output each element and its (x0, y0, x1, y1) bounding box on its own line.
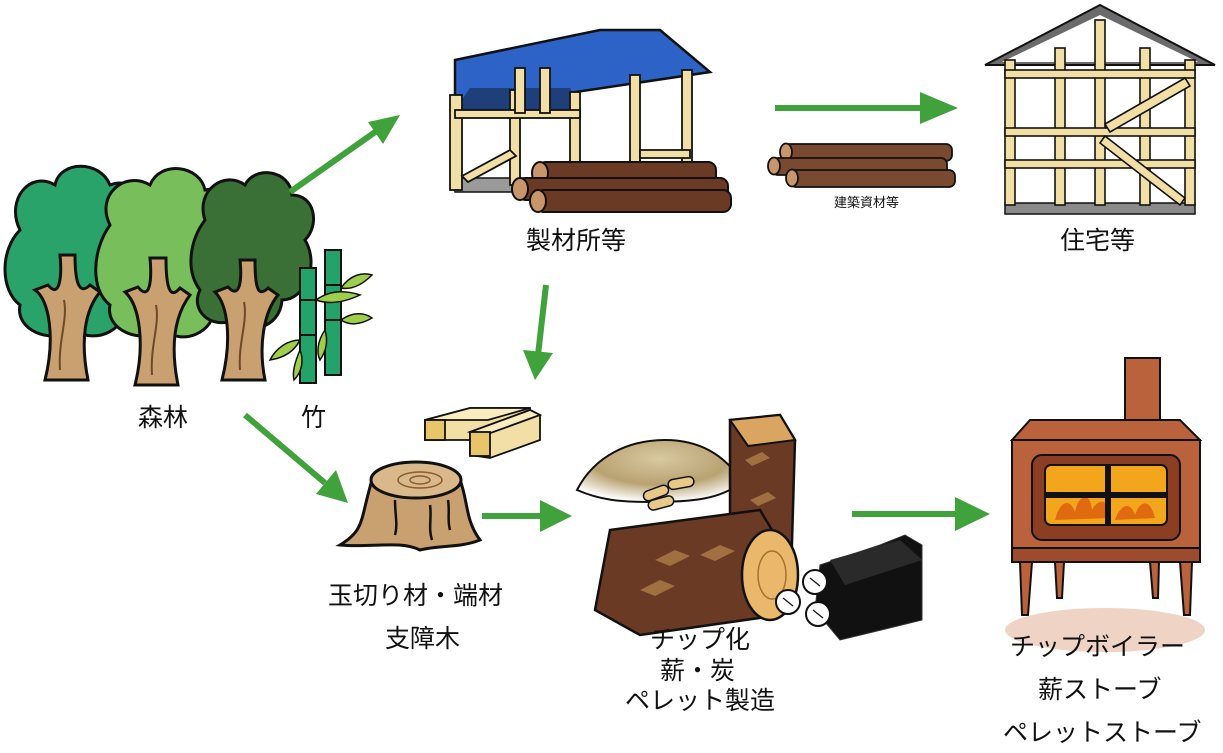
flow-arrows (243, 92, 990, 532)
firewood-icon (593, 413, 800, 637)
sawdust-pile-icon (575, 438, 744, 511)
label-processing-line3: ペレット製造 (625, 686, 776, 715)
arrow-forest-to-sawmill-icon (288, 115, 400, 195)
label-uses-line1: チップボイラー (1010, 632, 1186, 661)
charcoal-icon (775, 534, 923, 641)
forest-trees-icon (3, 164, 315, 387)
label-housing: 住宅等 (1060, 226, 1136, 255)
arrow-offcuts-to-processing-icon (482, 500, 572, 532)
tree-right-icon (189, 171, 315, 382)
label-processing-line1: チップ化 (650, 625, 751, 654)
sawmill-icon (449, 28, 732, 213)
label-uses-line3: ペレットストーブ (1003, 718, 1202, 747)
stump-icon (335, 460, 483, 552)
arrow-sawmill-to-offcuts-icon (523, 284, 553, 380)
arrow-sawmill-to-housing-icon (775, 92, 958, 124)
stove-icon (1005, 357, 1205, 652)
bamboo-icon (268, 249, 374, 384)
label-uses-line2: 薪ストーブ (1038, 675, 1162, 704)
label-forest: 森林 (138, 403, 189, 432)
label-processing-line2: 薪・炭 (660, 656, 736, 685)
arrow-forest-to-offcuts-icon (243, 412, 348, 503)
arrow-processing-to-uses-icon (852, 497, 990, 531)
house-frame-icon (984, 3, 1216, 215)
label-bamboo: 竹 (301, 403, 327, 432)
label-building-materials: 建築資材等 (834, 196, 900, 211)
building-materials-icon (767, 142, 956, 188)
label-offcuts-line2: 支障木 (385, 624, 461, 653)
lumber-pieces-icon (424, 407, 543, 459)
label-sawmill: 製材所等 (526, 226, 627, 255)
label-offcuts-line1: 玉切り材・端材 (328, 581, 504, 610)
